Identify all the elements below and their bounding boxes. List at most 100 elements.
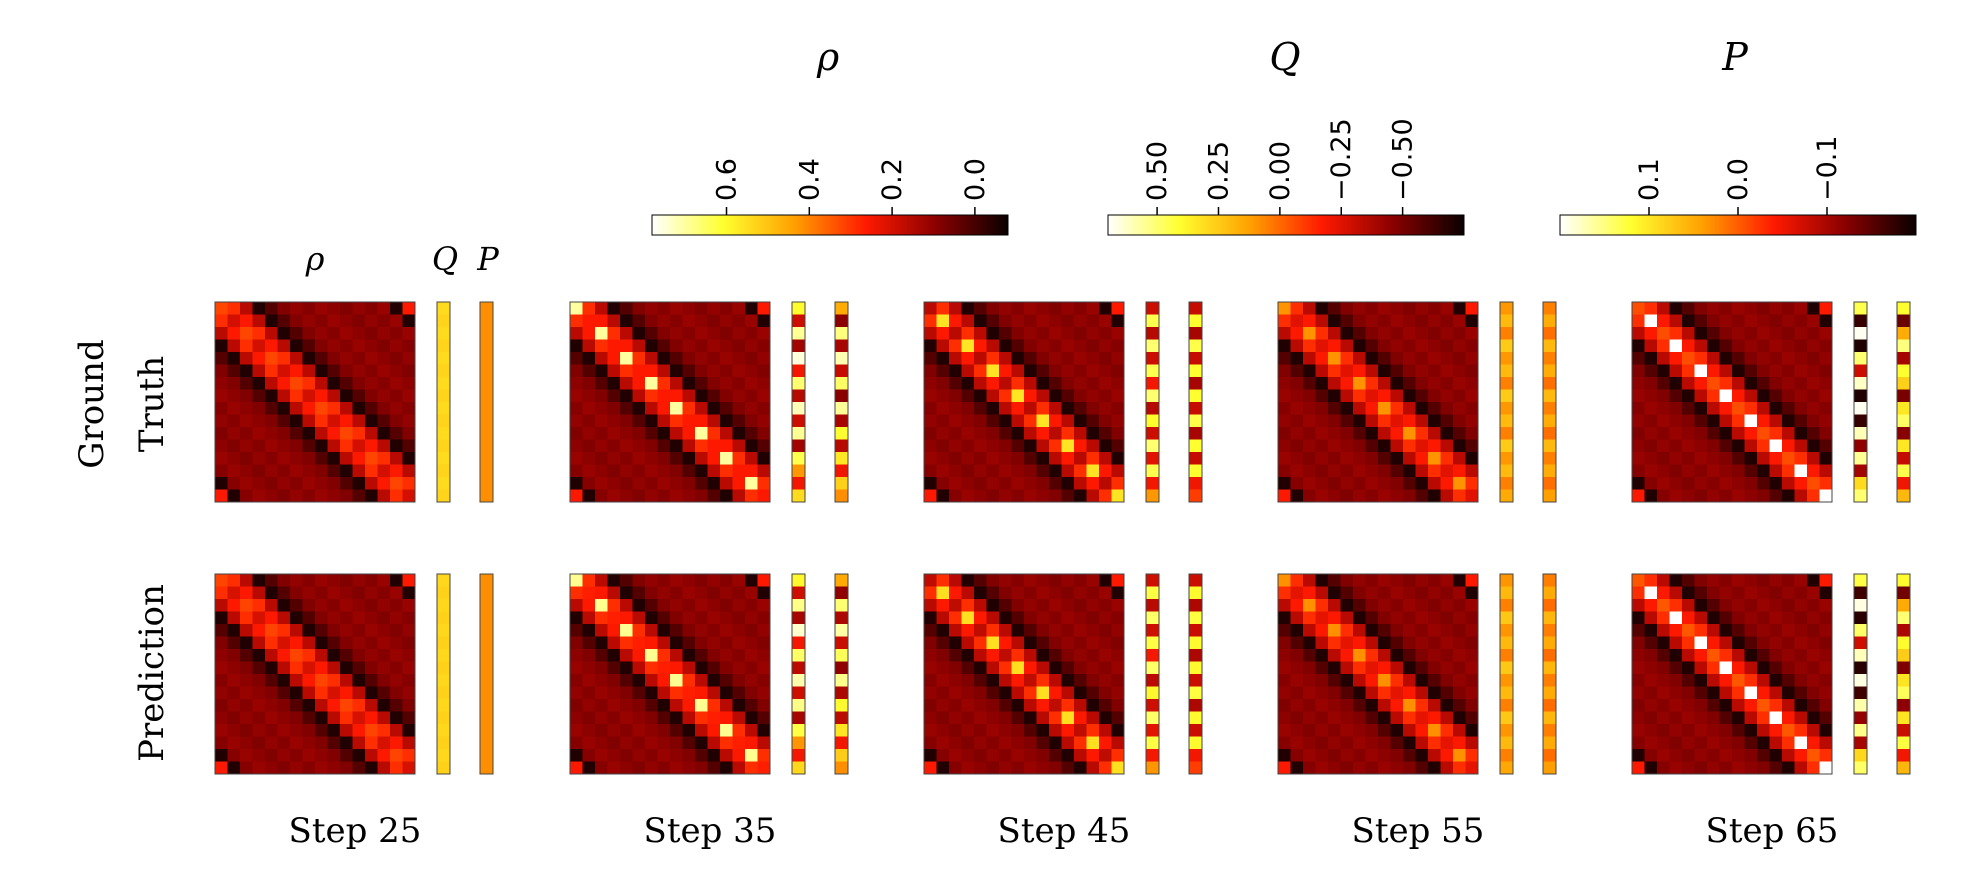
q-cell [792, 377, 805, 390]
rho-cell [365, 749, 378, 762]
p-cell [480, 749, 493, 762]
rho-cell [986, 711, 1000, 725]
rho-cell [1328, 402, 1341, 415]
rho-cell [670, 611, 683, 625]
rho-cell [1011, 464, 1025, 478]
q-cell [1854, 624, 1867, 637]
rho-cell [240, 661, 253, 675]
rho-cell [570, 574, 583, 587]
rho-cell [707, 389, 721, 403]
rho-cell [365, 699, 378, 712]
rho-cell [1390, 586, 1404, 600]
rho-cell [1303, 489, 1316, 503]
rho-cell [999, 452, 1012, 465]
rho-cell [570, 599, 583, 612]
rho-cell [986, 736, 1000, 750]
rho-cell [277, 724, 291, 737]
rho-cell [732, 414, 746, 428]
rho-cell [1415, 414, 1429, 428]
rho-cell [1732, 624, 1745, 637]
rho-cell [1782, 452, 1795, 465]
rho-cell [1303, 439, 1316, 453]
q-cell [1146, 427, 1159, 440]
rho-cell [1303, 599, 1316, 612]
rho-cell [999, 364, 1012, 378]
rho-cell [252, 624, 266, 637]
rho-cell [1024, 624, 1037, 637]
rho-cell [352, 414, 366, 428]
rho-cell [607, 477, 621, 490]
rho-cell [595, 302, 608, 315]
rho-cell [1669, 339, 1683, 353]
rho-cell [365, 674, 378, 687]
rho-cell [1707, 402, 1720, 415]
rho-cell [315, 314, 328, 328]
rho-cell [1707, 439, 1720, 453]
rho-cell [1757, 636, 1770, 650]
rho-cell [657, 699, 671, 712]
rho-cell [1111, 674, 1125, 687]
rho-cell [570, 686, 583, 700]
rho-cell [1099, 364, 1112, 378]
p-cell [480, 599, 493, 612]
rho-cell [695, 389, 708, 403]
rho-cell [290, 586, 303, 600]
rho-cell [1707, 611, 1720, 625]
rho-cell [1669, 711, 1683, 725]
rho-cell [390, 427, 403, 440]
rho-cell [340, 761, 353, 775]
rho-cell [974, 477, 987, 490]
p-cell [1897, 427, 1910, 440]
rho-cell [365, 586, 378, 600]
rho-cell [1403, 302, 1416, 315]
rho-cell [1290, 611, 1304, 625]
rho-cell [657, 574, 671, 587]
rho-cell [682, 414, 696, 428]
rho-cell [1744, 699, 1758, 712]
rho-cell [1757, 586, 1770, 600]
rho-cell [670, 586, 683, 600]
rho-cell [340, 464, 353, 478]
rho-cell [1365, 686, 1379, 700]
rho-cell [657, 414, 671, 428]
p-cell [1897, 452, 1910, 465]
rho-cell [1819, 624, 1833, 637]
rho-cell [1328, 414, 1341, 428]
p-cell [1543, 389, 1556, 403]
rho-cell [1111, 302, 1125, 315]
rho-cell [620, 489, 633, 503]
rho-cell [315, 477, 328, 490]
rho-cell [1049, 389, 1062, 403]
rho-cell [302, 724, 316, 737]
rho-cell [390, 724, 403, 737]
rho-cell [1024, 364, 1037, 378]
p-cell [1189, 439, 1202, 453]
rho-cell [1757, 452, 1770, 465]
rho-cell [402, 761, 416, 775]
rho-cell [1099, 761, 1112, 775]
rho-cell [570, 452, 583, 465]
rho-cell [1632, 427, 1645, 440]
rho-cell [390, 339, 403, 353]
rho-cell [1403, 377, 1416, 390]
p-cell [480, 674, 493, 687]
rho-cell [745, 389, 758, 403]
rho-cell [1757, 761, 1770, 775]
rho-cell [1669, 364, 1683, 378]
rho-cell [657, 427, 671, 440]
rho-cell [1074, 686, 1087, 700]
rho-cell [377, 389, 391, 403]
rho-cell [682, 574, 696, 587]
rho-cell [595, 686, 608, 700]
q-cell [1500, 711, 1513, 725]
rho-cell [1632, 414, 1645, 428]
rho-cell [315, 302, 328, 315]
rho-cell [695, 477, 708, 490]
rho-cell [1744, 761, 1758, 775]
rho-cell [936, 352, 950, 365]
rho-cell [1744, 327, 1758, 340]
rho-cell [1353, 586, 1366, 600]
rho-cell [670, 327, 683, 340]
rho-cell [961, 302, 975, 315]
rho-cell [352, 327, 366, 340]
